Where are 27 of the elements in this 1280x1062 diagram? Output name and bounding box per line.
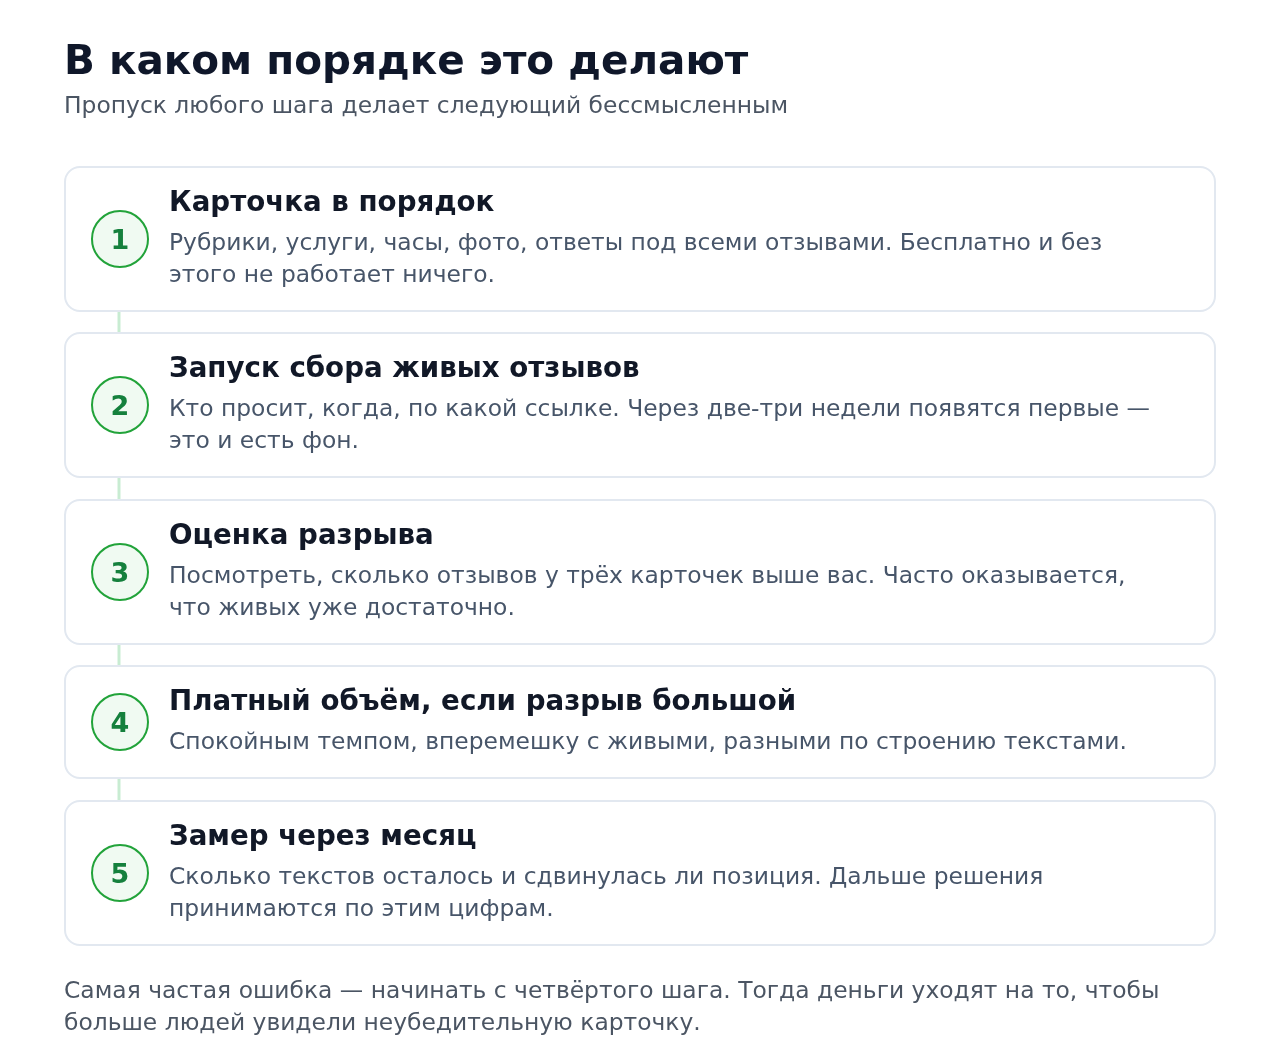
step-card — [64, 166, 1216, 312]
step-description: Кто просит, когда, по какой ссылке. Через две-три недели появятся первые — это и есть фон. — [169, 393, 1151, 456]
step-description: Спокойным темпом, вперемешку с живыми, разными по строению текстами. — [169, 726, 1128, 757]
step-description: Посмотреть, сколько отзывов у трёх карточек выше вас. Часто оказывается, что живых уже достаточно. — [169, 560, 1127, 623]
step-card — [64, 499, 1216, 645]
step-description: Сколько текстов осталось и сдвинулась ли позиция. Дальше решения принимаются по этим цифрам. — [169, 861, 1045, 924]
step-number: 1 — [91, 210, 149, 268]
step-number: 4 — [91, 693, 149, 751]
step-number: 5 — [91, 844, 149, 902]
note: Самая частая ошибка — начинать с четвёртого шага. Тогда деньги уходят на то, чтобы больше людей увидели неубедительную карточку. — [64, 975, 1161, 1038]
step-title: Запуск сбора живых отзывов — [169, 352, 641, 384]
step-card — [64, 800, 1216, 946]
step-number: 2 — [91, 376, 149, 434]
step-title: Платный объём, если разрыв большой — [169, 685, 798, 717]
step-title: Замер через месяц — [169, 820, 478, 852]
step-card — [64, 665, 1216, 779]
step-title: Карточка в порядок — [169, 186, 496, 218]
step-number: 3 — [91, 543, 149, 601]
step-card — [64, 332, 1216, 478]
step-title: Оценка разрыва — [169, 519, 435, 551]
connector-line — [117, 312, 121, 332]
title: В каком порядке это делают — [64, 36, 749, 84]
connector-line — [117, 779, 121, 800]
connector-line — [117, 645, 121, 665]
step-description: Рубрики, услуги, часы, фото, ответы под всеми отзывами. Бесплатно и без этого не работает ничего. — [169, 227, 1104, 290]
connector-line — [117, 478, 121, 499]
subtitle: Пропуск любого шага делает следующий бессмысленным — [64, 90, 789, 121]
